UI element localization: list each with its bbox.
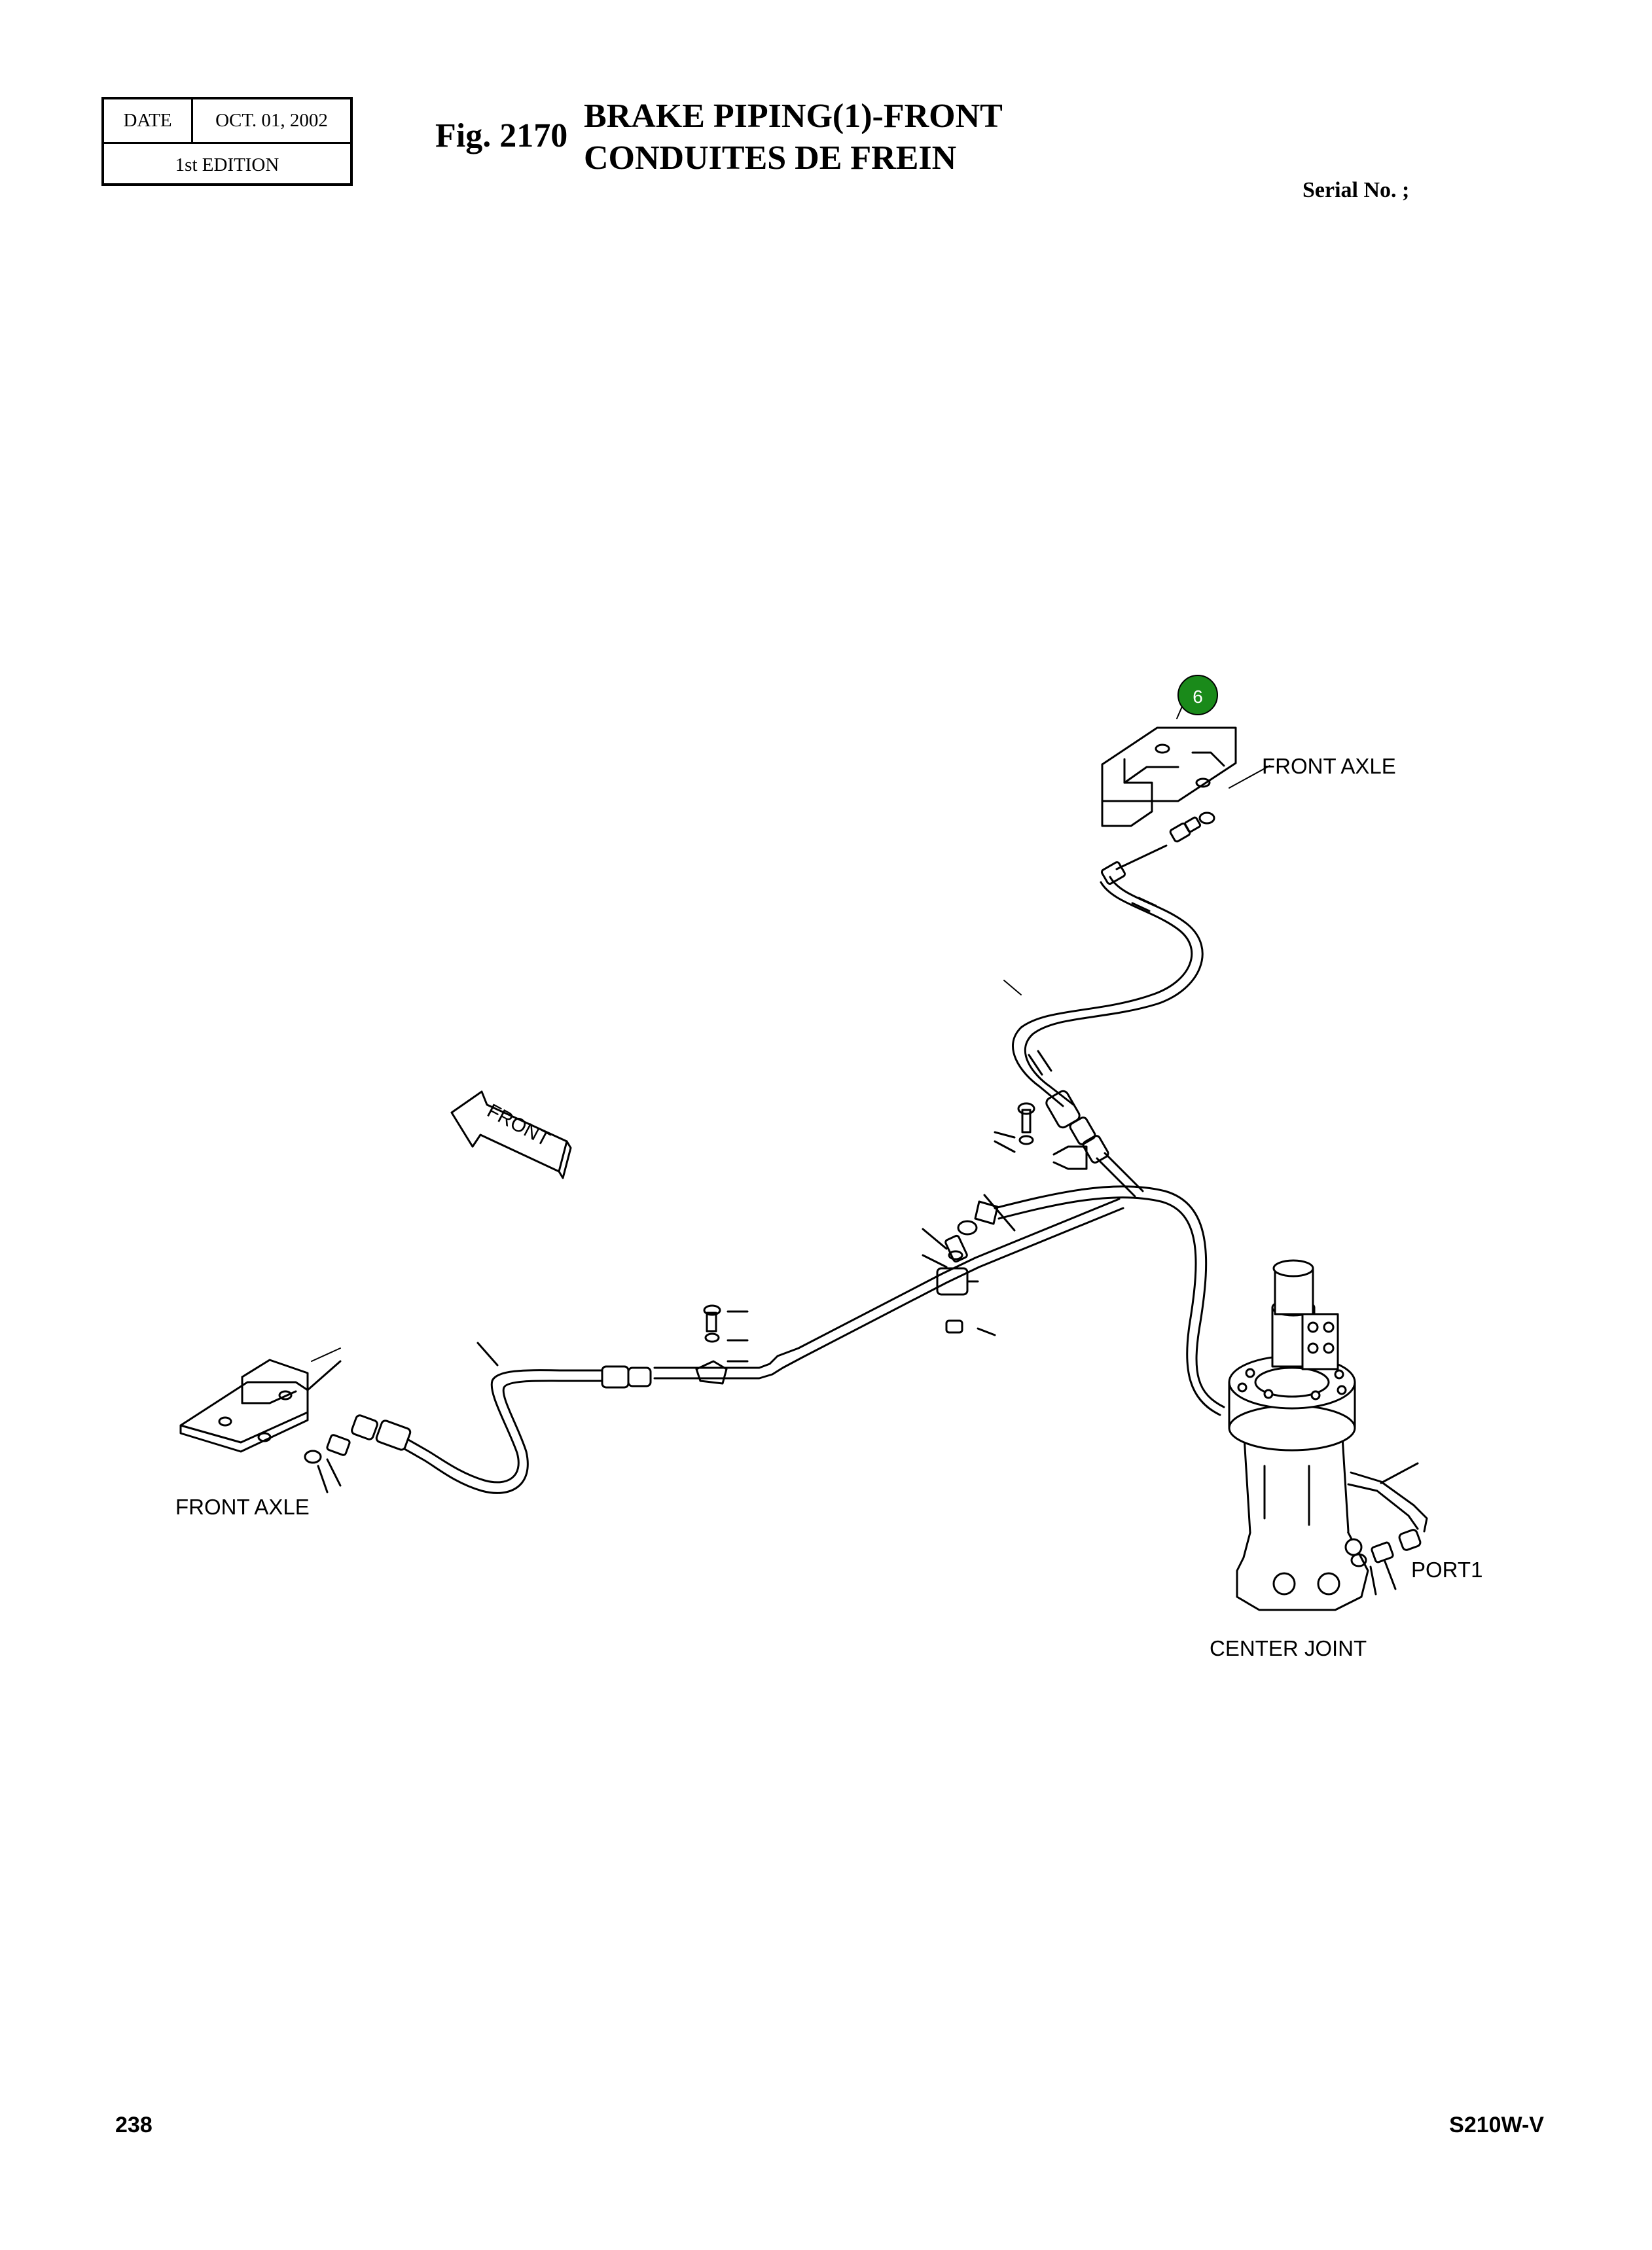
center-joint xyxy=(1228,1259,1369,1611)
leader-lines xyxy=(311,697,1270,1362)
date-label: DATE xyxy=(104,99,193,142)
date-edition-box: DATE OCT. 01, 2002 1st EDITION xyxy=(101,97,353,186)
left-fittings xyxy=(304,1434,351,1493)
front-axle-bracket-top xyxy=(1101,726,1237,827)
bolt-clamp-upper xyxy=(994,1102,1088,1170)
model-code: S210W-V xyxy=(1449,2113,1544,2137)
figure-number: Fig. 2170 xyxy=(435,117,568,154)
center-joint-hose xyxy=(974,1185,1225,1416)
label-front-axle-top: FRONT AXLE xyxy=(1262,754,1396,778)
left-hose xyxy=(351,1342,652,1494)
center-joint-port-hose xyxy=(1347,1462,1428,1596)
serial-number-label: Serial No. ; xyxy=(1302,178,1410,202)
page-number: 238 xyxy=(115,2113,153,2137)
top-hose xyxy=(1012,876,1204,1107)
callout-balloon[interactable]: 6 xyxy=(1177,675,1218,715)
tee-fitting xyxy=(922,1220,996,1336)
page-title: BRAKE PIPING(1)-FRONT xyxy=(584,98,1003,135)
bolt-clamp-lower xyxy=(695,1304,749,1385)
mid-connector xyxy=(1045,1090,1144,1198)
label-port: PORT1 xyxy=(1411,1558,1482,1582)
page-title-french: CONDUITES DE FREIN xyxy=(584,139,957,177)
front-axle-bracket-left xyxy=(179,1359,342,1453)
label-center-joint: CENTER JOINT xyxy=(1210,1636,1367,1660)
callout-number: 6 xyxy=(1193,687,1203,707)
edition-label: 1st EDITION xyxy=(175,154,279,175)
top-fittings xyxy=(1100,812,1215,885)
front-direction-arrow xyxy=(450,1090,572,1179)
rigid-brake-tube xyxy=(653,1194,1124,1380)
label-front-axle-left: FRONT AXLE xyxy=(175,1495,310,1519)
date-value: OCT. 01, 2002 xyxy=(215,110,328,131)
